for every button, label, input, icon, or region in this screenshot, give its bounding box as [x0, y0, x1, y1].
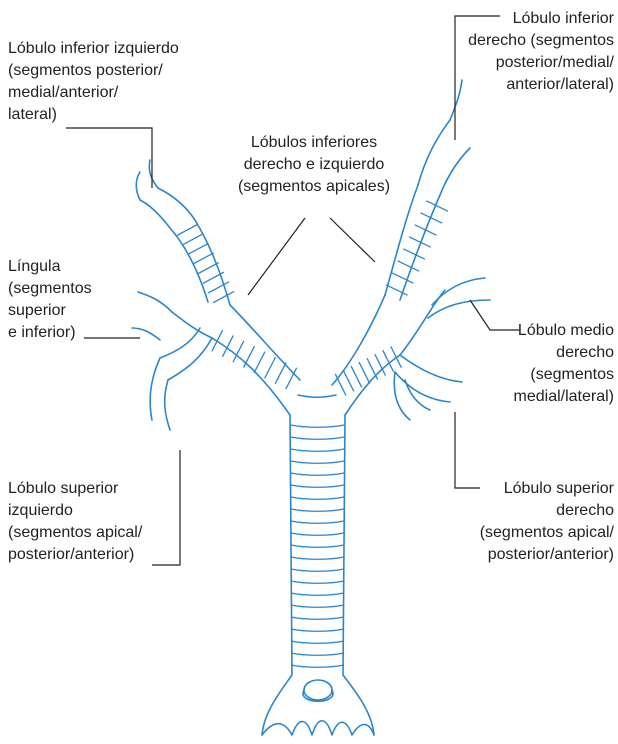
tracheal-ring [291, 533, 344, 535]
bronchial-ring [403, 249, 425, 259]
tracheal-ring [291, 629, 344, 631]
label-left-superior-lobe: Lóbulo superior izquierdo (segmentos api… [8, 478, 142, 566]
leader-line [455, 412, 480, 488]
tracheal-ring [291, 665, 344, 667]
larynx-base [262, 721, 374, 735]
tracheal-ring [291, 521, 344, 523]
tracheal-ring [291, 617, 344, 619]
tracheal-ring [291, 497, 344, 499]
bronchial-ring [265, 357, 276, 378]
right-main-bronchus [332, 290, 445, 385]
tracheal-ring [291, 473, 344, 475]
bronchial-ring [254, 352, 265, 373]
left-main-bronchus [172, 305, 300, 380]
label-right-superior-lobe: Lóbulo superior derecho (segmentos apica… [480, 478, 614, 566]
leader-line [470, 300, 520, 330]
tracheal-ring [291, 509, 344, 511]
bronchial-ring [375, 354, 386, 375]
bronchial-ring [177, 224, 198, 235]
label-inferior-apical-segments: Lóbulos inferiores derecho e izquierdo (… [224, 132, 404, 198]
bronchial-ring [392, 273, 414, 283]
leader-line [152, 450, 180, 565]
tracheal-ring [291, 437, 344, 439]
tracheal-ring [291, 581, 344, 583]
bronchial-ring [213, 291, 234, 302]
bronchial-ring [243, 346, 254, 367]
bronchial-ring [192, 253, 213, 264]
bronchial-ring [359, 362, 370, 383]
bronchial-ring [198, 263, 219, 274]
bronchial-ring [351, 366, 362, 387]
bronchial-ring [398, 261, 420, 271]
tracheal-ring [291, 593, 344, 595]
tracheal-ring [291, 545, 344, 547]
tracheal-ring [291, 485, 344, 487]
tracheal-ring [291, 605, 344, 607]
leader-line [248, 218, 375, 295]
tracheal-ring [291, 569, 344, 571]
bronchial-ring [335, 374, 346, 395]
label-lingula: Língula (segmentos superior e inferior) [8, 256, 92, 344]
label-left-inferior-lobe: Lóbulo inferior izquierdo (segmentos pos… [8, 38, 179, 126]
leader-line [66, 128, 152, 188]
tracheal-ring [291, 557, 344, 559]
label-right-inferior-lobe: Lóbulo inferior derecho (segmentos poste… [468, 8, 614, 96]
tracheal-ring [291, 641, 344, 643]
bronchial-ring [212, 330, 223, 351]
tracheal-ring [291, 449, 344, 451]
bronchial-ring [415, 225, 437, 235]
tracheal-ring [291, 461, 344, 463]
bronchial-ring [182, 234, 203, 245]
bronchial-ring [275, 362, 286, 383]
bronchial-ring [187, 243, 208, 254]
cricoid [304, 680, 332, 700]
bronchial-ring [367, 358, 378, 379]
bronchial-ring [391, 346, 402, 367]
bronchial-ring [343, 370, 354, 391]
carina [212, 338, 400, 415]
label-right-middle-lobe: Lóbulo medio derecho (segmentos medial/l… [514, 320, 614, 408]
tracheal-ring [291, 653, 344, 655]
tracheal-ring [291, 425, 344, 427]
